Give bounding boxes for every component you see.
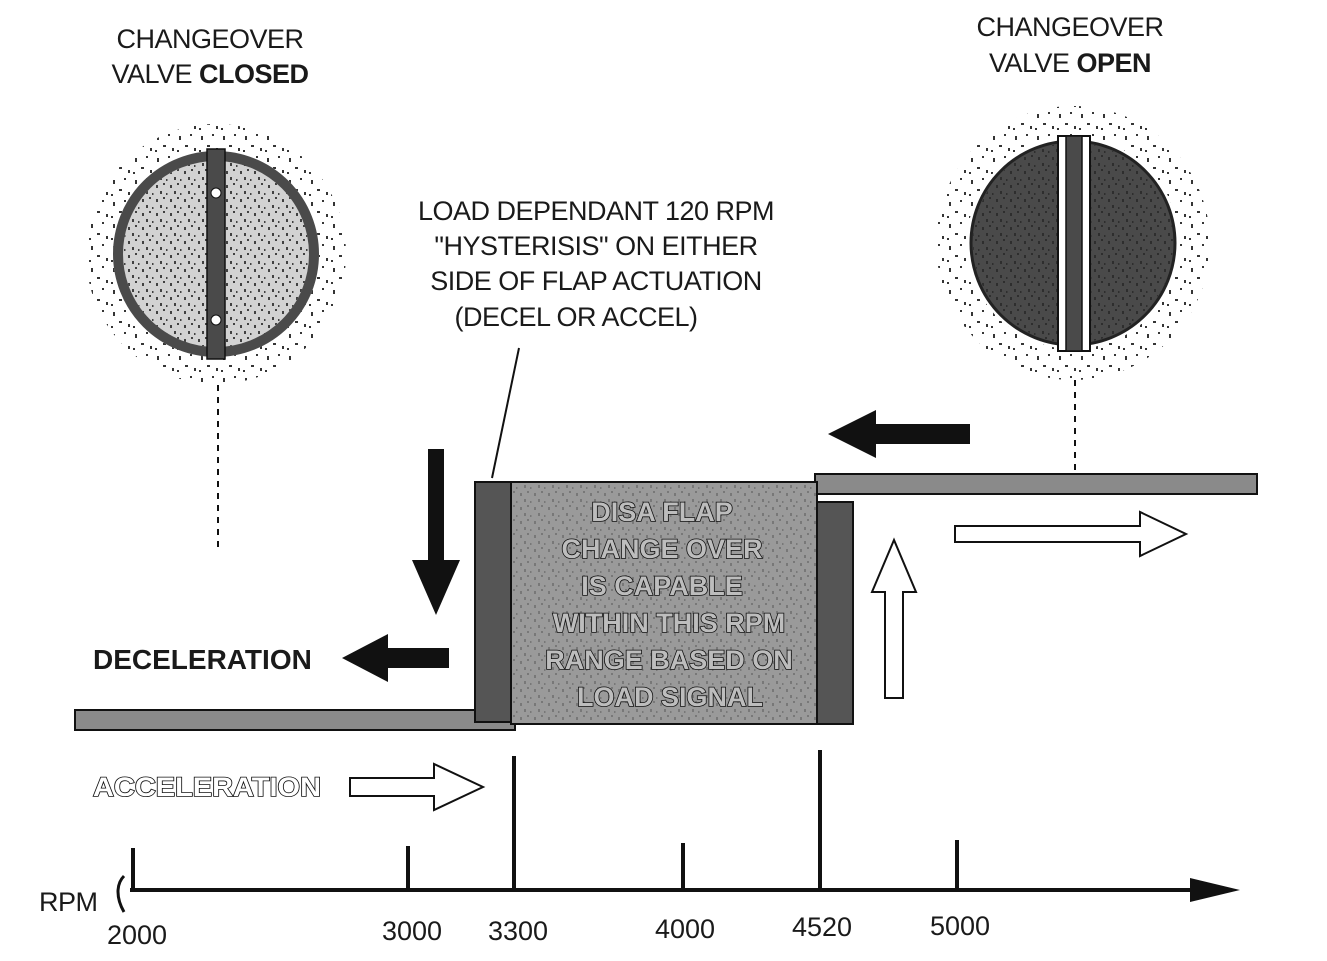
hysteresis-line-1: LOAD DEPENDANT 120 RPM	[418, 196, 774, 226]
tick-label-4520: 4520	[792, 912, 852, 942]
valve-closed-shaft	[206, 148, 226, 360]
tick-label-4000: 4000	[655, 914, 715, 944]
valve-open-title-line1: CHANGEOVER	[976, 12, 1163, 42]
axis-arrowhead-icon	[1190, 878, 1240, 902]
arrow-decel-top-left-icon	[828, 410, 970, 458]
rpm-axis: RPM 2000 3000 3300 4000 4520 5000	[39, 750, 1240, 950]
tick-label-3000: 3000	[382, 916, 442, 946]
valve-open-title-line2: VALVE OPEN	[989, 48, 1151, 78]
tick-label-2000: 2000	[107, 920, 167, 950]
tick-label-3300: 3300	[488, 916, 548, 946]
rpm-track	[74, 473, 1258, 731]
valve-closed-title-line1: CHANGEOVER	[116, 24, 303, 54]
arrows	[342, 410, 1189, 812]
track-high	[814, 473, 1258, 495]
tick-label-5000: 5000	[930, 911, 990, 941]
arrow-accel-top-right-icon	[954, 510, 1189, 558]
track-low	[74, 709, 516, 731]
flap-box-text: DISA FLAP CHANGE OVER IS CAPABLE WITHIN …	[544, 496, 793, 713]
acceleration-label: ACCELERATION	[93, 772, 321, 802]
hysteresis-band-right	[814, 501, 854, 725]
arrow-decel-left-icon	[342, 634, 449, 682]
hysteresis-line-2: "HYSTERISIS" ON EITHER	[434, 231, 757, 261]
valve-open-group: CHANGEOVER VALVE OPEN	[936, 12, 1210, 475]
flap-line-6: LOAD SIGNAL	[577, 682, 763, 712]
flap-line-3: IS CAPABLE	[581, 571, 743, 601]
arrow-accel-right-icon	[349, 762, 486, 812]
flap-line-4: WITHIN THIS RPM	[553, 608, 785, 638]
valve-closed-group: CHANGEOVER VALVE CLOSED	[86, 24, 346, 550]
hysteresis-line-4: (DECEL OR ACCEL)	[454, 302, 697, 332]
valve-closed-title-line2: VALVE CLOSED	[111, 59, 308, 89]
hysteresis-pointer	[491, 347, 520, 479]
arrow-accel-up-icon	[870, 537, 918, 699]
arrow-decel-down-icon	[412, 449, 460, 615]
flap-line-1: DISA FLAP	[591, 497, 733, 527]
axis-label: RPM	[39, 887, 98, 917]
hysteresis-band-left	[474, 481, 514, 723]
hysteresis-line-3: SIDE OF FLAP ACTUATION	[430, 266, 762, 296]
flap-line-2: CHANGE OVER	[561, 534, 762, 564]
valve-closed-pin-top	[210, 187, 222, 199]
flap-line-5: RANGE BASED ON	[545, 645, 793, 675]
axis-break-icon	[116, 874, 126, 913]
hysteresis-note: LOAD DEPENDANT 120 RPM "HYSTERISIS" ON E…	[418, 196, 775, 479]
deceleration-label: DECELERATION	[93, 644, 312, 675]
valve-closed-pin-bottom	[210, 314, 222, 326]
